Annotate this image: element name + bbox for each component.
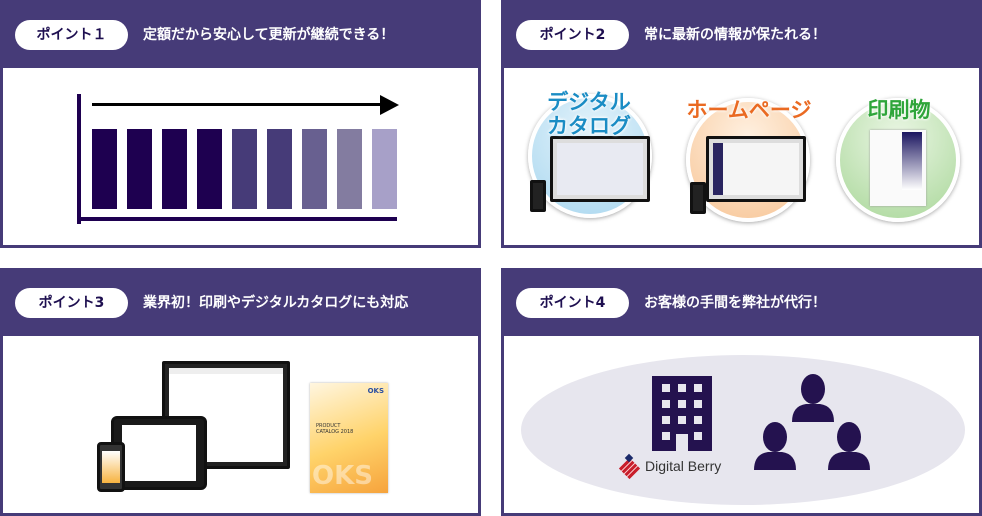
building-window [662, 416, 670, 424]
point-3-panel: ポイント3 業界初！印刷やデジタルカタログにも対応 OKS PRODUCT CA… [0, 268, 481, 516]
digital-catalog-circle [528, 94, 652, 218]
axis-horizontal [77, 217, 397, 221]
digital-berry-logo [618, 453, 642, 480]
digital-catalog-label: デジタル カタログ [547, 90, 631, 138]
point-title: お客様の手間を弊社が代行！ [644, 295, 826, 311]
catalog-watermark: OKS [312, 461, 373, 491]
media-circles: デジタル カタログ ホームページ 印刷物 [504, 68, 979, 245]
catalog-brand: OKS [367, 387, 384, 395]
chart-bar [372, 129, 397, 209]
point-1-panel: ポイント１ 定額だから安心して更新が継続できる！ [0, 0, 481, 248]
building-window [678, 416, 686, 424]
building-window [678, 384, 686, 392]
background-ellipse [521, 355, 965, 505]
devices-illustration: OKS PRODUCT CATALOG 2018 OKS [3, 336, 478, 513]
point-badge: ポイント2 [516, 20, 629, 50]
chart-bar [127, 129, 152, 209]
homepage-label: ホームページ [686, 98, 812, 122]
phone-icon [690, 182, 706, 214]
print-circle [836, 98, 960, 222]
chart-bar [267, 129, 292, 209]
building-window [694, 432, 702, 440]
point-title: 業界初！印刷やデジタルカタログにも対応 [143, 295, 409, 311]
building-window [678, 400, 686, 408]
axis-vertical [77, 94, 81, 224]
outsourcing-illustration: Digital Berry [504, 336, 979, 513]
building-window [662, 400, 670, 408]
chart-bar [92, 129, 117, 209]
point-badge: ポイント１ [15, 20, 128, 50]
catalog-title: PRODUCT CATALOG 2018 [316, 423, 354, 435]
point-header: ポイント１ 定額だから安心して更新が継続できる！ [0, 0, 481, 68]
building-window [662, 384, 670, 392]
point-title: 常に最新の情報が保たれる！ [644, 27, 826, 43]
chart-bar [232, 129, 257, 209]
point-header: ポイント2 常に最新の情報が保たれる！ [501, 0, 982, 68]
building-window [694, 400, 702, 408]
homepage-circle [686, 98, 810, 222]
arrow-line [92, 103, 382, 106]
building-icon [652, 376, 712, 451]
catalog-cover: OKS PRODUCT CATALOG 2018 OKS [310, 383, 388, 493]
monitor-icon [550, 136, 650, 202]
chart-bar [302, 129, 327, 209]
building-window [662, 432, 670, 440]
building-window [694, 384, 702, 392]
people-group-icon [754, 374, 870, 470]
fixed-rate-chart [3, 68, 478, 245]
point-badge: ポイント3 [15, 288, 128, 318]
point-header: ポイント3 業界初！印刷やデジタルカタログにも対応 [0, 268, 481, 336]
brand-name: Digital Berry [645, 458, 722, 474]
point-4-panel: ポイント4 お客様の手間を弊社が代行！ Digital Berry [501, 268, 982, 516]
phone-icon [97, 442, 125, 492]
point-badge: ポイント4 [516, 288, 629, 318]
chart-bar [162, 129, 187, 209]
chart-bar [337, 129, 362, 209]
brochure-icon [870, 130, 926, 206]
point-title: 定額だから安心して更新が継続できる！ [143, 27, 395, 43]
arrow-head-icon [380, 95, 399, 115]
point-2-panel: ポイント2 常に最新の情報が保たれる！ デジタル カタログ ホームページ 印刷物 [501, 0, 982, 248]
tablet-icon [111, 416, 207, 490]
monitor-icon [706, 136, 806, 202]
chart-bar [197, 129, 222, 209]
print-label: 印刷物 [867, 98, 931, 122]
phone-icon [530, 180, 546, 212]
building-window [694, 416, 702, 424]
point-header: ポイント4 お客様の手間を弊社が代行！ [501, 268, 982, 336]
